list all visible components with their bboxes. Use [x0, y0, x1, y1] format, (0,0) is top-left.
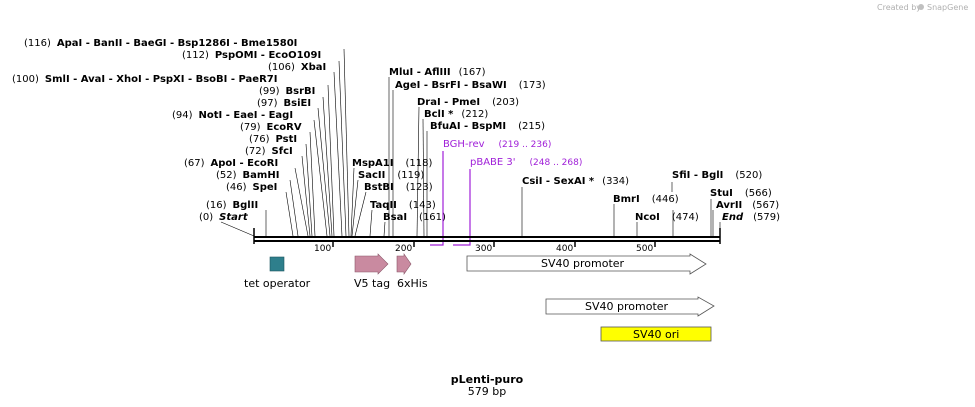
ruler: 100 200 300 400 500	[314, 242, 656, 254]
site-label: (106)XbaI	[268, 62, 326, 73]
site-label: SfiI - BglI(520)	[672, 170, 762, 181]
site-label: (100)SmlI - AvaI - XhoI - PspXI - BsoBI …	[12, 74, 277, 85]
site-label: (112)PspOMI - EcoO109I	[182, 50, 321, 61]
svg-text:tet operator: tet operator	[244, 277, 311, 290]
primer-pbabe3: pBABE 3'(248 .. 268)	[453, 157, 582, 246]
plasmid-length: 579 bp	[468, 385, 506, 398]
site-label: BmrI(446)	[613, 194, 679, 205]
site-label: SacII(119)	[358, 170, 424, 181]
site-label: (116)ApaI - BanII - BaeGI - Bsp1286I - B…	[24, 38, 297, 49]
site-label: (76)PstI	[249, 134, 297, 145]
ruler-tick-label: 100	[314, 244, 331, 254]
site-label: BsaI(161)	[383, 212, 446, 223]
feature-sv40-promoter-2: SV40 promoter	[545, 296, 715, 317]
site-label: (99)BsrBI	[259, 86, 315, 97]
svg-text:SV40 promoter: SV40 promoter	[541, 257, 625, 270]
snapgene-logo-icon	[918, 4, 924, 10]
svg-text:6xHis: 6xHis	[397, 277, 428, 290]
svg-text:BGH-rev(219 .. 236): BGH-rev(219 .. 236)	[443, 139, 551, 150]
feature-sv40-promoter-1: SV40 promoter	[466, 253, 707, 275]
site-label: End(579)	[722, 212, 780, 223]
site-label: CsiI - SexAI *(334)	[522, 176, 629, 187]
site-label: StuI(566)	[710, 188, 772, 199]
site-label: DraI - PmeI(203)	[417, 97, 519, 108]
site-label: BstBI(123)	[364, 182, 433, 193]
site-label: TaqII(143)	[370, 200, 436, 211]
site-label: (52)BamHI	[216, 170, 279, 181]
site-leader-lines	[220, 48, 721, 237]
svg-text:pBABE 3'(248 .. 268): pBABE 3'(248 .. 268)	[470, 157, 582, 168]
ruler-tick-label: 200	[395, 244, 412, 254]
feature-tet-operator: tet operator	[244, 256, 311, 290]
feature-sv40-ori: SV40 ori	[600, 326, 712, 342]
site-label: BfuAI - BspMI(215)	[430, 121, 545, 132]
watermark-text: Created by	[877, 3, 921, 12]
site-label: MluI - AflIII(167)	[389, 67, 486, 78]
svg-text:SV40 ori: SV40 ori	[633, 328, 679, 341]
ruler-tick-label: 400	[556, 244, 573, 254]
plasmid-name: pLenti-puro	[451, 373, 524, 386]
site-label: AgeI - BsrFI - BsaWI(173)	[395, 80, 546, 91]
site-label: MspA1I(118)	[352, 158, 432, 169]
site-label: (16)BglII	[206, 200, 258, 211]
sequence-backbone	[253, 228, 721, 244]
site-label: (97)BsiEI	[257, 98, 311, 109]
site-label: BclI *(212)	[424, 109, 488, 120]
site-label: (79)EcoRV	[240, 122, 302, 133]
svg-text:SV40 promoter: SV40 promoter	[585, 300, 669, 313]
site-label: (94)NotI - EaeI - EagI	[172, 110, 293, 121]
site-label: (46)SpeI	[226, 182, 277, 193]
feature-v5-tag: V5 tag	[354, 253, 390, 290]
ruler-tick-label: 300	[475, 244, 492, 254]
site-label: (0)Start	[199, 212, 249, 223]
restriction-sites: (116)ApaI - BanII - BaeGI - Bsp1286I - B…	[12, 38, 780, 223]
site-label: AvrII(567)	[716, 200, 779, 211]
brand-text: SnapGene	[927, 3, 968, 12]
site-label: (72)SfcI	[245, 146, 293, 157]
primer-bghrev: BGH-rev(219 .. 236)	[430, 139, 551, 246]
feature-6xhis: 6xHis	[396, 253, 428, 290]
ruler-tick-label: 500	[636, 244, 653, 254]
site-label: NcoI(474)	[635, 212, 699, 223]
site-label: (67)ApoI - EcoRI	[184, 158, 278, 169]
svg-text:V5 tag: V5 tag	[354, 277, 390, 290]
